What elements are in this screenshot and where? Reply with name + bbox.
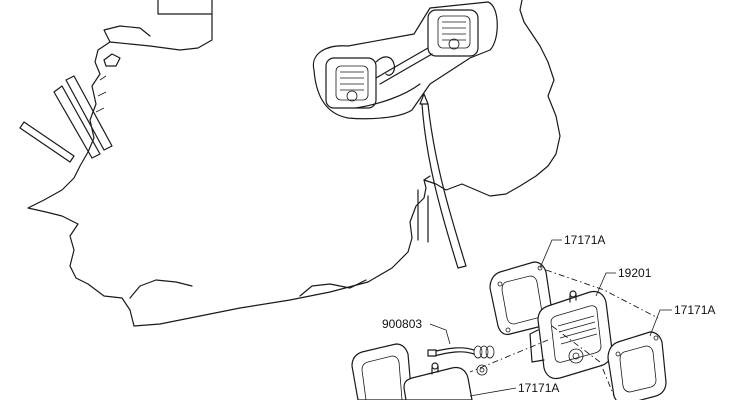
pointer-arrow — [419, 93, 467, 269]
callout-gasket-lower: 17171A — [518, 381, 559, 395]
callout-gasket-right: 17171A — [674, 303, 715, 317]
heater-body-part — [529, 290, 613, 380]
alignment-lines — [469, 269, 659, 397]
callout-heater-body: 19201 — [618, 266, 652, 280]
engine-outline — [27, 0, 561, 327]
lower-gasket-part — [351, 343, 413, 400]
wire-lead-part — [427, 345, 495, 376]
fan-blades — [19, 75, 113, 163]
lower-heater-part — [403, 362, 473, 400]
leader-lines — [429, 239, 672, 397]
gasket-right-part — [607, 331, 667, 400]
installed-heaters-detail — [312, 1, 498, 120]
callout-gasket-upper-left: 17171A — [564, 233, 605, 247]
callout-wire-lead: 900803 — [382, 317, 422, 331]
